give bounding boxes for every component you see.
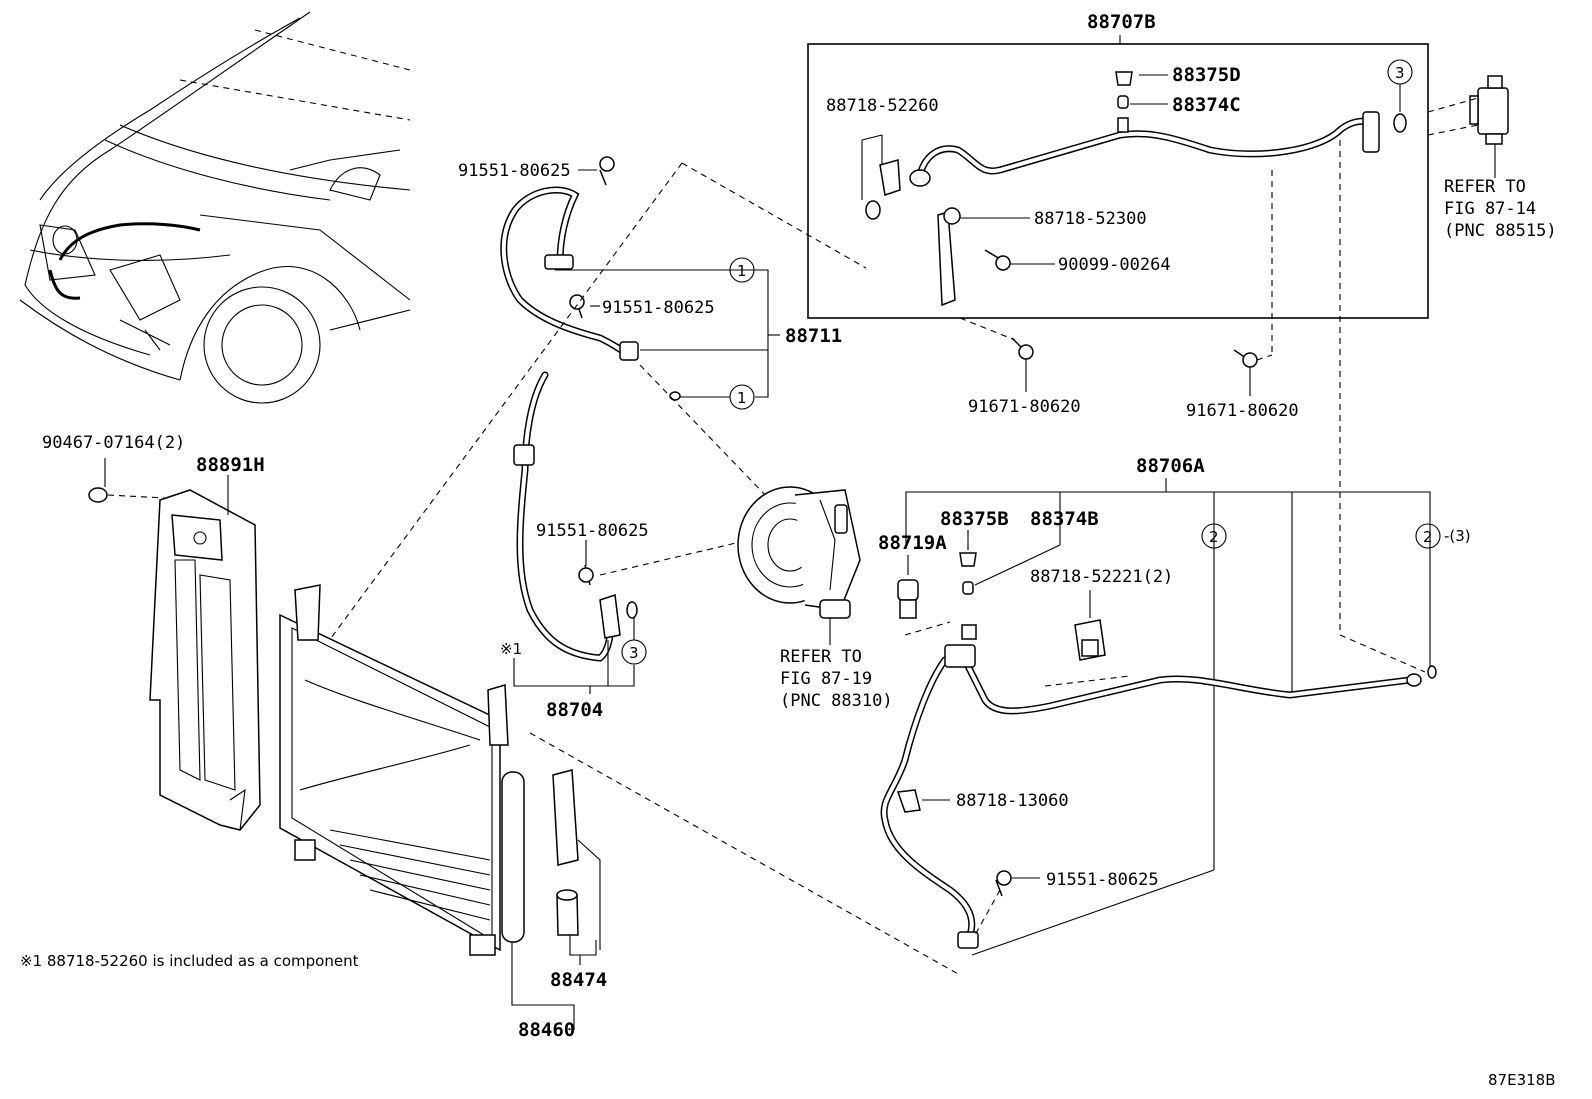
circle-2-a: 2	[1201, 523, 1227, 549]
label-88474: 88474	[550, 969, 607, 991]
ref-fig-87-14-line3: (PNC 88515)	[1444, 221, 1557, 241]
box-88707b: 88707B	[807, 11, 1429, 319]
expansion-valve	[1469, 75, 1509, 178]
label-88460: 88460	[518, 1019, 575, 1041]
label-88719a: 88719A	[878, 532, 947, 554]
ref-fig-87-14-line1: REFER TO	[1444, 177, 1526, 197]
label-88374c: 88374C	[1172, 94, 1241, 116]
label-88891h: 88891H	[196, 454, 265, 476]
bolt-91671-a	[1011, 337, 1034, 392]
circle-3-top: 3	[1387, 59, 1413, 85]
label-91551-80625-b: 91551-80625	[602, 298, 715, 318]
bolt-91551-c	[578, 564, 594, 586]
label-88707b: 88707B	[1087, 11, 1156, 33]
hose-88711	[500, 186, 681, 401]
svg-text:3: 3	[629, 644, 639, 662]
bolt-91551-b	[569, 294, 585, 319]
svg-text:2: 2	[1423, 528, 1433, 546]
label-88375b: 88375B	[940, 508, 1009, 530]
circle-2-b: 2	[1415, 523, 1441, 549]
label-91551-80625-c: 91551-80625	[536, 521, 649, 541]
valve-88374b	[962, 581, 974, 595]
svg-text:3: 3	[1395, 64, 1405, 82]
footnote: ※1 88718-52260 is included as a componen…	[20, 952, 359, 970]
label-88374b: 88374B	[1030, 508, 1099, 530]
clip-90467	[88, 487, 108, 503]
label-91671-80620-a: 91671-80620	[968, 397, 1081, 417]
svg-text:1: 1	[737, 389, 747, 407]
svg-text:1: 1	[737, 262, 747, 280]
label-88718-52300: 88718-52300	[1034, 209, 1147, 229]
label-88718-13060: 88718-13060	[956, 791, 1069, 811]
bracket-88706a	[905, 478, 1431, 956]
star-mark-1: ※1	[500, 640, 522, 658]
ref-fig-87-19-line3: (PNC 88310)	[780, 691, 893, 711]
ref-fig-87-19-line1: REFER TO	[780, 647, 862, 667]
condenser-88460	[279, 584, 525, 956]
figure-code: 87E318B	[1488, 1071, 1556, 1089]
clamp-88718-13060	[896, 789, 921, 813]
shroud-88891h	[149, 489, 261, 831]
label-88718-52221: 88718-52221(2)	[1030, 567, 1173, 587]
circle-2-b-suffix: -(3)	[1444, 527, 1471, 545]
svg-text:2: 2	[1209, 528, 1219, 546]
bolt-91671-b	[1233, 349, 1258, 396]
label-88704: 88704	[546, 699, 603, 721]
switch-88719a	[897, 579, 919, 619]
label-91671-80620-b: 91671-80620	[1186, 401, 1299, 421]
hose-88704	[513, 371, 638, 662]
bolt-91551-a	[599, 156, 615, 186]
pipe-88706a	[880, 624, 1437, 949]
clamp-88718-52221	[1074, 619, 1106, 661]
circle-3-88704: 3	[621, 639, 647, 665]
label-88375d: 88375D	[1172, 64, 1241, 86]
label-88706a: 88706A	[1136, 455, 1205, 477]
cap-88375b	[959, 552, 977, 567]
pipe-88707b	[861, 71, 1407, 307]
circle-1-top: 1	[729, 257, 755, 283]
ref-fig-87-19-line2: FIG 87-19	[780, 669, 872, 689]
label-90467-07164: 90467-07164(2)	[42, 433, 185, 453]
label-91551-80625-d: 91551-80625	[1046, 870, 1159, 890]
circle-1-bottom: 1	[729, 384, 755, 410]
label-90099-00264: 90099-00264	[1058, 255, 1171, 275]
ref-fig-87-14-line2: FIG 87-14	[1444, 199, 1536, 219]
label-91551-80625-a: 91551-80625	[458, 161, 571, 181]
vehicle-illustration	[19, 11, 411, 404]
desiccant-88474	[552, 769, 601, 950]
label-88718-52260: 88718-52260	[826, 96, 939, 116]
bolt-91551-d	[995, 870, 1012, 897]
label-88711: 88711	[785, 325, 842, 347]
compressor	[737, 486, 861, 645]
